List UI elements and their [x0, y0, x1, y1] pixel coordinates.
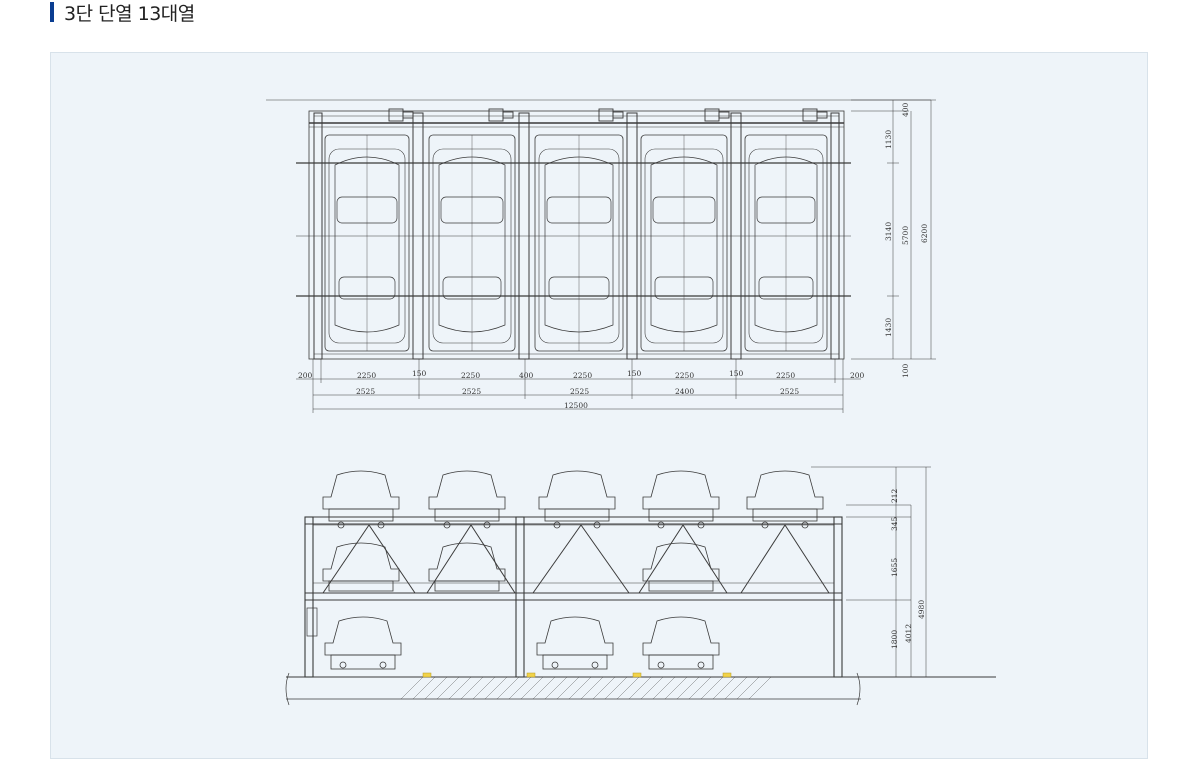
dim-module-2: 2525	[462, 387, 481, 396]
plan-right-dimensions	[851, 99, 936, 360]
elevation-dimension-labels: 212 345 1655 1800 4012 4980	[890, 488, 926, 649]
dim-bay-5: 2250	[776, 371, 795, 380]
pallet-car-4	[640, 134, 728, 352]
elevation-cars-middle	[322, 542, 720, 592]
elevation-view	[285, 466, 996, 706]
floor-markers	[422, 672, 732, 678]
dim-elev-level2: 1655	[890, 558, 899, 577]
elevation-braces	[322, 524, 830, 594]
dim-module-5: 2525	[780, 387, 799, 396]
drawing-panel: 200 2250 150 2250 400 2250 150 2250 150 …	[50, 52, 1148, 759]
section-heading: 3단 단열 13대열	[50, 0, 195, 25]
dim-elev-outer-total: 4980	[917, 600, 926, 619]
plan-view	[266, 99, 936, 413]
dim-bay-4: 2250	[675, 371, 694, 380]
plan-dimension-labels: 200 2250 150 2250 400 2250 150 2250 150 …	[298, 102, 929, 410]
elevation-posts	[304, 516, 843, 678]
section-title: 3단 단열 13대열	[64, 2, 195, 25]
elevation-right-dimensions	[811, 466, 931, 677]
pallet-car-2	[428, 134, 516, 352]
dim-right-lower: 1430	[884, 318, 893, 337]
plan-pallets	[324, 134, 828, 352]
dim-elev-inner-total: 4012	[904, 624, 913, 643]
dim-right-bottom: 100	[901, 363, 910, 378]
dim-bay-3: 2250	[573, 371, 592, 380]
dim-module-3: 2525	[570, 387, 589, 396]
dim-elev-deck: 345	[890, 516, 899, 531]
dim-right-inner-total: 5700	[901, 226, 910, 245]
dim-bay-2: 2250	[461, 371, 480, 380]
dim-right-middle: 3140	[884, 222, 893, 241]
dim-total-width: 12500	[564, 401, 588, 410]
dim-module-1: 2525	[356, 387, 375, 396]
dim-right-outer-total: 6200	[920, 224, 929, 243]
pallet-car-5	[744, 134, 828, 352]
elevation-cars-top	[322, 470, 824, 529]
dim-elev-level1: 1800	[890, 630, 899, 649]
plan-bottom-dimensions	[296, 359, 861, 413]
dim-right-top: 400	[901, 102, 910, 117]
dim-edge-right: 200	[850, 371, 865, 380]
dim-gap-2: 400	[519, 371, 534, 380]
dim-edge-left: 200	[298, 371, 313, 380]
technical-drawing: 200 2250 150 2250 400 2250 150 2250 150 …	[266, 99, 996, 706]
dim-bay-1: 2250	[357, 371, 376, 380]
pallet-car-1	[324, 134, 410, 352]
pallet-car-3	[534, 134, 624, 352]
dim-elev-top: 212	[890, 488, 899, 503]
drive-motor-icons	[388, 108, 828, 122]
dim-gap-1: 150	[412, 369, 427, 378]
ground-hatching	[400, 676, 772, 700]
heading-accent-bar	[50, 2, 54, 22]
dim-right-upper: 1130	[884, 130, 893, 149]
elevation-cars-ground	[324, 616, 720, 670]
dim-gap-3: 150	[627, 369, 642, 378]
elevation-beams	[304, 516, 843, 601]
dim-module-4: 2400	[675, 387, 694, 396]
dim-gap-4: 150	[729, 369, 744, 378]
